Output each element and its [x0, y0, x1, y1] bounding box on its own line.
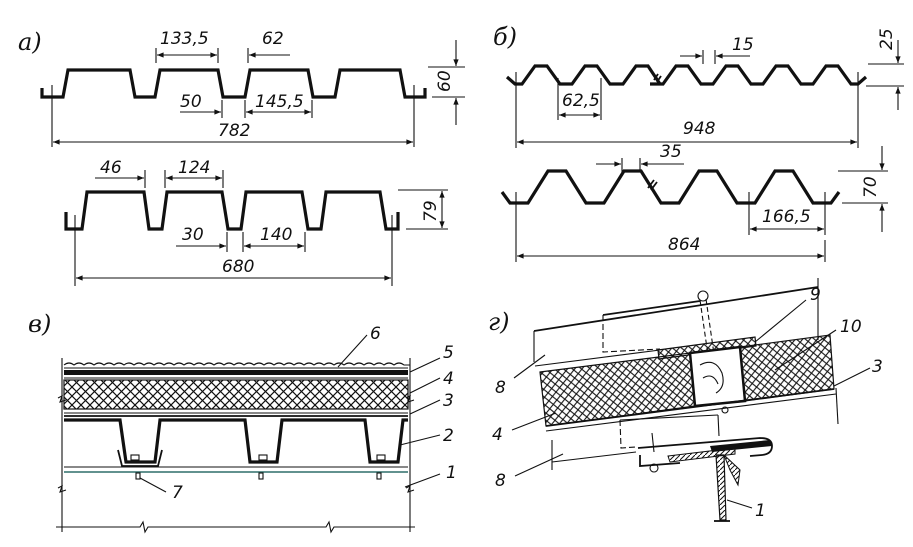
dim-height: 25	[877, 28, 897, 50]
dim-total-width: 948	[683, 119, 716, 139]
profile-79-dimensions: 46 124 30 140 680 79	[74, 158, 448, 286]
callout-1: 1	[446, 463, 457, 483]
dim-height: 79	[421, 200, 441, 222]
purlin-t	[715, 454, 727, 521]
callout-8-bottom: 8	[495, 471, 506, 491]
callout-10: 10	[840, 317, 862, 337]
callout-7: 7	[172, 483, 183, 503]
dim-rib-bottom: 50	[180, 92, 202, 112]
dim-height: 70	[861, 176, 881, 198]
callout-4: 4	[492, 425, 503, 445]
dim-pitch: 145,5	[255, 92, 304, 112]
callout-3: 3	[872, 357, 883, 377]
dim-gap-top: 46	[100, 158, 122, 178]
panel-label-b: б)	[493, 23, 517, 51]
profile-25-shape	[505, 64, 868, 86]
callout-9: 9	[810, 285, 821, 305]
callout-5: 5	[443, 343, 454, 363]
profile-70-dimensions: 35 166,5 864 70	[515, 142, 888, 262]
profile-60-shape	[40, 68, 427, 99]
wooden-insert	[688, 345, 747, 408]
dim-total-width: 864	[668, 235, 700, 255]
dim-crest: 35	[660, 142, 682, 162]
dim-total-width: 680	[222, 257, 254, 277]
waterproof-membrane	[64, 370, 408, 375]
dim-rib-bottom: 30	[182, 225, 204, 245]
profile-25-dimensions: 15 62,5 948 25	[515, 28, 904, 148]
dim-total-width: 782	[218, 121, 250, 141]
dim-pitch: 166,5	[762, 207, 811, 227]
profile-79-shape	[64, 190, 400, 231]
dim-gap-top: 62	[262, 29, 284, 49]
callout-6: 6	[370, 324, 381, 344]
panel-a: а) 133,5 62 50 145,5 782	[18, 28, 465, 286]
callout-4: 4	[443, 369, 454, 389]
profile-70-shape	[500, 169, 841, 205]
insulation-layer	[63, 379, 409, 410]
gravel-layer	[63, 362, 410, 369]
profile-60-dimensions: 133,5 62 50 145,5 782 60	[51, 29, 465, 147]
callout-2: 2	[443, 426, 454, 446]
callout-3: 3	[443, 391, 454, 411]
panel-v: в)	[28, 310, 457, 534]
callout-1: 1	[755, 501, 766, 521]
dim-pitch: 62,5	[562, 91, 600, 111]
dim-rib-top: 124	[178, 158, 210, 178]
dim-rib-top: 133,5	[160, 29, 209, 49]
dim-pitch: 140	[260, 225, 292, 245]
dim-crest: 15	[732, 35, 754, 55]
panel-b: б) 15 62,5 948 25	[493, 23, 904, 262]
callout-8-top: 8	[495, 378, 506, 398]
panel-label-v: в)	[28, 310, 51, 338]
profiled-deck	[64, 418, 408, 464]
panel-label-g: г)	[488, 308, 510, 336]
panel-label-a: а)	[18, 28, 42, 56]
panel-g: г)	[488, 278, 883, 522]
dim-height: 60	[435, 70, 455, 92]
